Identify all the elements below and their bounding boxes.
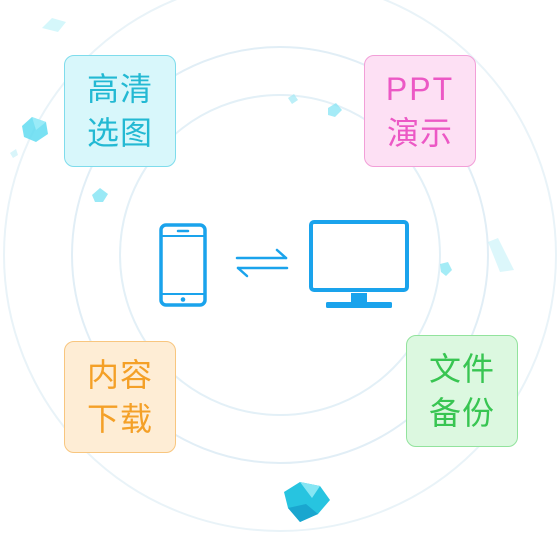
transfer-arrows-icon (235, 248, 289, 278)
ppt-presentation-tile[interactable]: PPT 演示 (364, 55, 476, 167)
ring-inner (119, 94, 441, 416)
ring-middle (71, 46, 489, 464)
tile-label-line1: 高清 (86, 70, 153, 108)
content-download-tile[interactable]: 内容 下载 (64, 341, 176, 453)
tile-label-line1: 文件 (428, 350, 495, 388)
desktop-monitor-icon (309, 220, 409, 308)
tile-label-line2: 备份 (428, 394, 495, 432)
tile-label-line1: PPT (385, 71, 455, 107)
crystal-decoration (10, 18, 514, 522)
file-backup-tile[interactable]: 文件 备份 (406, 335, 518, 447)
tile-label-line2: 下载 (86, 400, 153, 438)
ring-outer (3, 0, 557, 532)
tile-label-line2: 选图 (86, 114, 153, 152)
tile-label-line2: 演示 (386, 114, 453, 152)
hd-image-select-tile[interactable]: 高清 选图 (64, 55, 176, 167)
tile-label-line1: 内容 (86, 356, 153, 394)
smartphone-icon (159, 223, 207, 307)
